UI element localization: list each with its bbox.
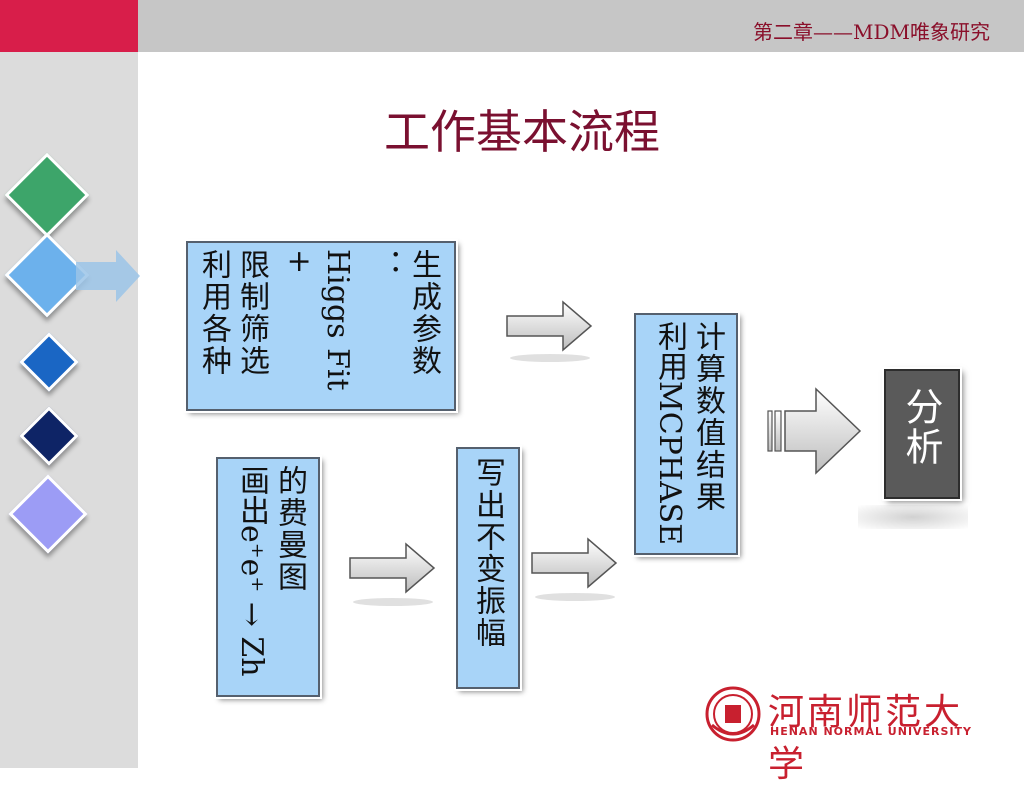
university-name-en: HENAN NORMAL UNIVERSITY [770, 725, 973, 738]
analysis-shadow [858, 505, 968, 529]
sidebar [0, 52, 138, 768]
sidebar-arrow-icon [76, 250, 140, 302]
top-bar-accent [0, 0, 138, 52]
flow-box-analysis: 分析 [882, 367, 962, 501]
box1-col3: Higgs Fit [320, 249, 355, 391]
university-logo: 河南师范大学 HENAN NORMAL UNIVERSITY [700, 683, 990, 785]
slide-title: 工作基本流程 [384, 105, 660, 159]
top-bar [0, 0, 1024, 52]
university-emblem-icon [705, 686, 761, 742]
box1-col6: 利用各种 [196, 249, 231, 377]
flow-box-feynman: 的费曼图 画出e⁺e⁺ → Zh [214, 455, 322, 699]
flow-box-mcphase: 计算数值结果 利用MCPHASE [632, 311, 740, 557]
arrow-right-icon [531, 537, 618, 601]
box1-col4: + [282, 249, 317, 277]
flow-box-generate-params: 生成参数 ： Higgs Fit + 限制筛选 利用各种 [184, 239, 458, 413]
box1-col2: ： [368, 249, 403, 281]
arrow-right-icon [349, 542, 436, 606]
box2-col2: 画出e⁺e⁺ → Zh [234, 465, 269, 677]
arrow-right-icon [506, 300, 593, 362]
box4-col2: 利用MCPHASE [652, 321, 687, 546]
flow-box-amplitude: 写出不变振幅 [454, 445, 522, 691]
box1-col5: 限制筛选 [234, 249, 269, 377]
striped-arrow-right-icon [767, 387, 862, 475]
box2-col1: 的费曼图 [272, 465, 307, 593]
box1-col1: 生成参数 [406, 249, 441, 377]
chapter-title: 第二章——MDM唯象研究 [753, 20, 990, 44]
box5-col1: 分析 [899, 387, 943, 467]
box3-col1: 写出不变振幅 [470, 457, 505, 649]
box4-col1: 计算数值结果 [690, 321, 725, 513]
